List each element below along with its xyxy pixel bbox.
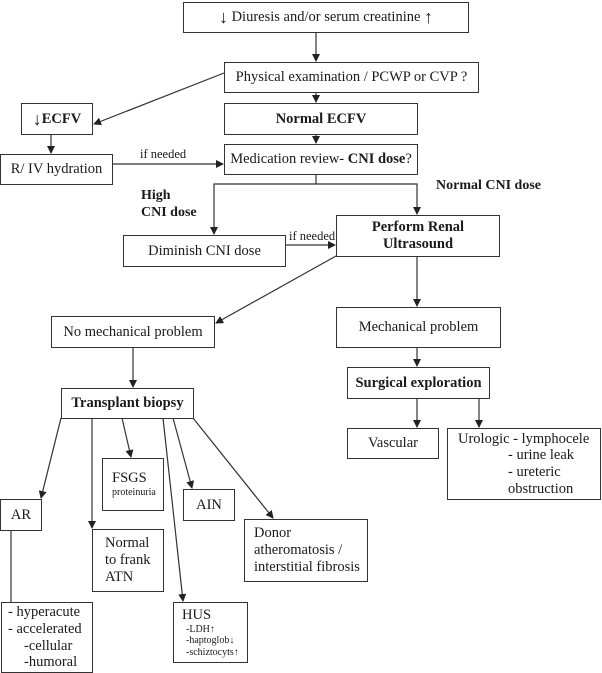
arrow-down-icon: ↓: [218, 7, 228, 28]
arrow-physical-to-low-ecfv: [93, 72, 225, 126]
arrow-biopsy-to-hus: [162, 417, 187, 602]
atn-node: Normal to frank ATN: [92, 529, 164, 592]
donor-node: Donor atheromatosis / interstitial fibro…: [244, 519, 368, 582]
ain-node: AIN: [183, 489, 235, 521]
arrow-ultrasound-to-no-mech: [215, 255, 337, 324]
arrow-to-diminish: [210, 183, 316, 235]
arrow-down-icon: ↓: [32, 108, 42, 129]
transplant-biopsy-node: Transplant biopsy: [61, 388, 194, 419]
medication-review-node: Medication review- CNI dose ?: [224, 144, 418, 175]
arrow-up-icon: ↑: [424, 7, 434, 28]
physical-exam-node: Physical examination / PCWP or CVP ?: [224, 62, 479, 93]
diminish-cni-node: Diminish CNI dose: [123, 235, 286, 267]
ar-node: AR: [0, 499, 42, 531]
vascular-node: Vascular: [347, 428, 439, 459]
arrow-to-ultrasound: [316, 183, 421, 215]
fsgs-node: FSGS proteinuria: [102, 458, 164, 511]
ar-types-node: - hyperacute - accelerated -cellular -hu…: [1, 602, 93, 673]
no-mechanical-problem-node: No mechanical problem: [51, 316, 215, 348]
urologic-node: Urologic - lymphocele - urine leak - ure…: [447, 428, 601, 500]
high-cni-dose-label: High CNI dose: [141, 188, 197, 220]
hus-node: HUS -LDH↑ -haptoglob↓ -schiztocyts↑: [173, 602, 248, 663]
low-ecfv-node: ↓ ECFV: [21, 103, 93, 135]
surgical-exploration-node: Surgical exploration: [347, 367, 490, 399]
arrow-biopsy-to-donor: [192, 417, 274, 519]
normal-ecfv-node: Normal ECFV: [224, 103, 418, 135]
urologic-text: Urologic - lymphocele - urine leak - ure…: [458, 430, 590, 497]
arrow-biopsy-to-ar: [38, 417, 62, 499]
hydration-node: R/ IV hydration: [0, 154, 113, 185]
if-needed-label-hydration: if needed: [140, 147, 187, 161]
mechanical-problem-node: Mechanical problem: [336, 307, 501, 348]
normal-cni-dose-label: Normal CNI dose: [436, 178, 541, 193]
start-node: ↓ Diuresis and/or serum creatinine ↑: [183, 2, 469, 33]
if-needed-label-diminish: if needed: [289, 229, 336, 243]
renal-ultrasound-node: Perform Renal Ultrasound: [336, 215, 500, 257]
arrow-biopsy-to-fsgs: [121, 417, 134, 458]
arrow-biopsy-to-ain: [172, 417, 195, 489]
